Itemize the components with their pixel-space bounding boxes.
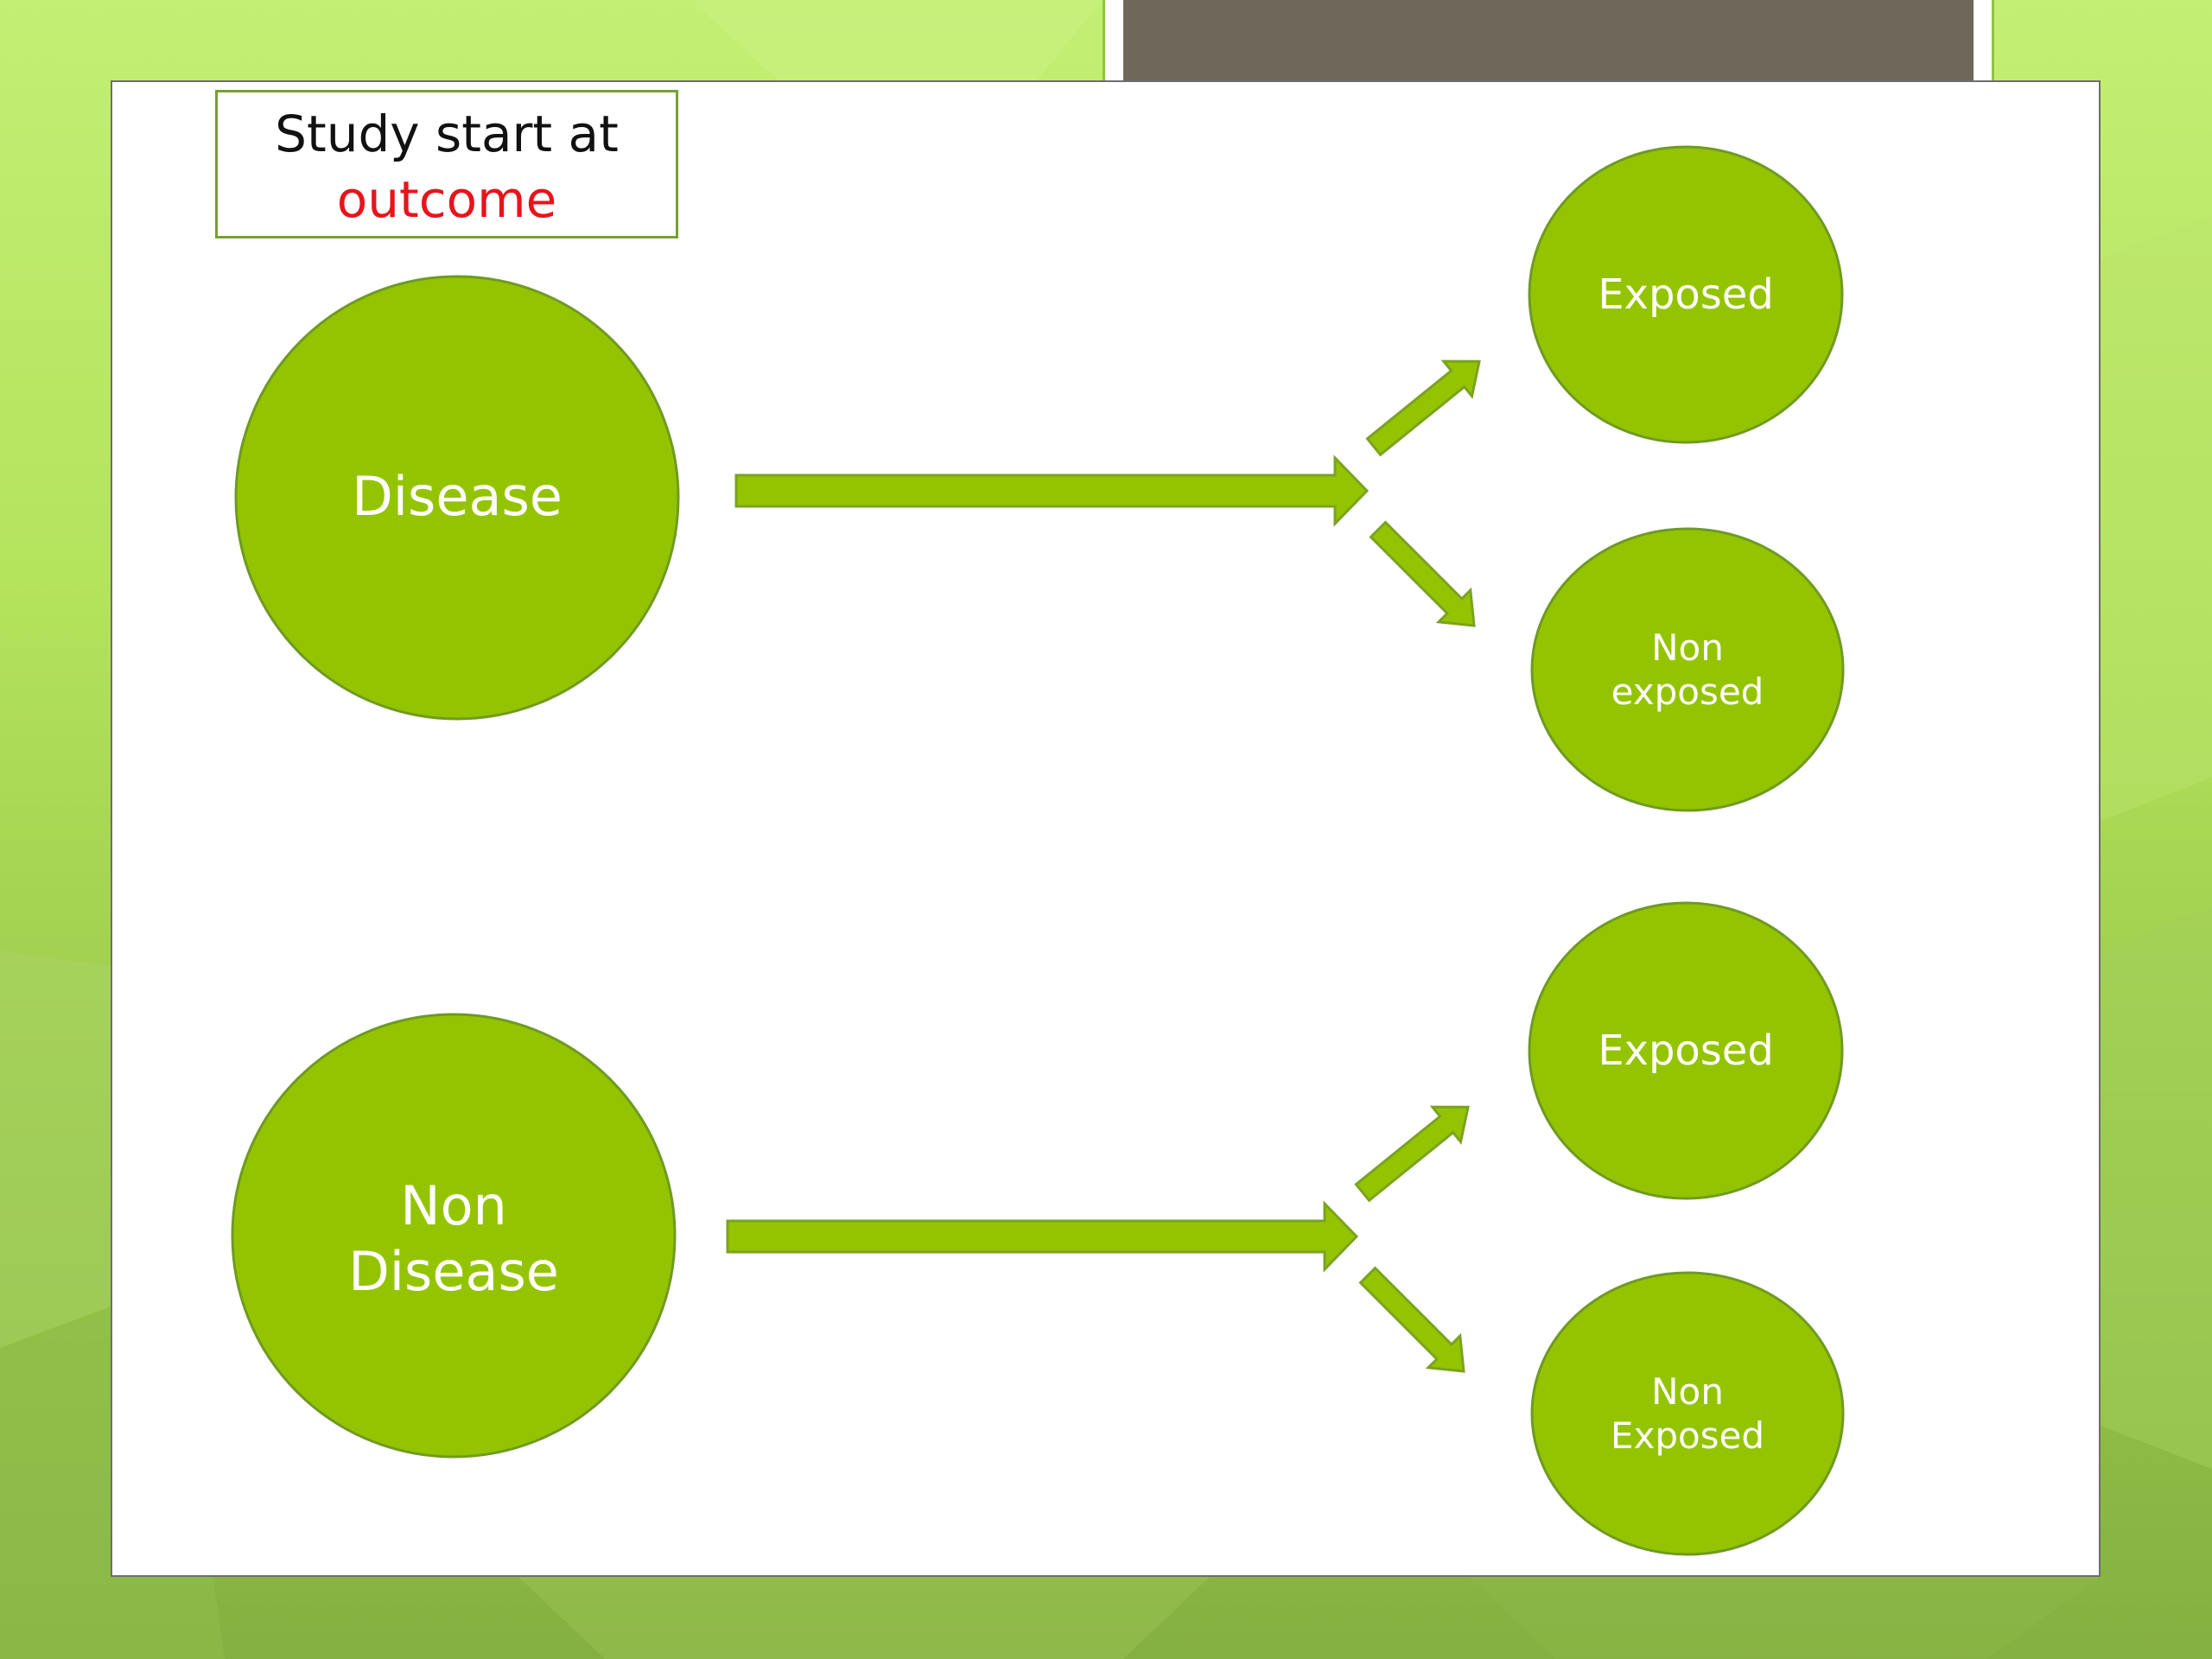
node-non-exposed-2-label-2: Exposed — [1611, 1414, 1764, 1457]
arrow-nondisease-main — [726, 1200, 1359, 1273]
node-non-exposed-1-label-2: exposed — [1611, 671, 1764, 713]
caption-line-1: Study start at — [275, 105, 619, 163]
node-exposed-2: Exposed — [1528, 901, 1844, 1200]
arrow-nondisease-to-exposed — [1354, 1105, 1470, 1203]
node-disease: Disease — [234, 275, 680, 721]
caption-box: Study start at outcome — [215, 90, 678, 238]
node-non-exposed-2: Non Exposed — [1530, 1271, 1845, 1556]
arrow-nondisease-to-non-exposed — [1358, 1266, 1465, 1373]
node-disease-label: Disease — [352, 465, 563, 528]
node-non-disease-label-2: Disease — [348, 1240, 559, 1303]
node-exposed-2-label: Exposed — [1598, 1027, 1774, 1075]
node-non-exposed-2-label-1: Non — [1651, 1370, 1724, 1413]
node-non-disease-label-1: Non — [400, 1174, 507, 1237]
arrow-disease-main — [734, 454, 1370, 527]
node-exposed-1-label: Exposed — [1598, 270, 1774, 319]
node-exposed-1: Exposed — [1528, 145, 1844, 444]
arrow-disease-to-exposed — [1365, 359, 1481, 457]
caption-line-2: outcome — [336, 170, 557, 229]
node-non-disease: Non Disease — [231, 1013, 677, 1459]
arrow-disease-to-non-exposed — [1369, 520, 1476, 627]
node-non-exposed-1: Non exposed — [1530, 527, 1845, 812]
node-non-exposed-1-label-1: Non — [1651, 626, 1724, 669]
